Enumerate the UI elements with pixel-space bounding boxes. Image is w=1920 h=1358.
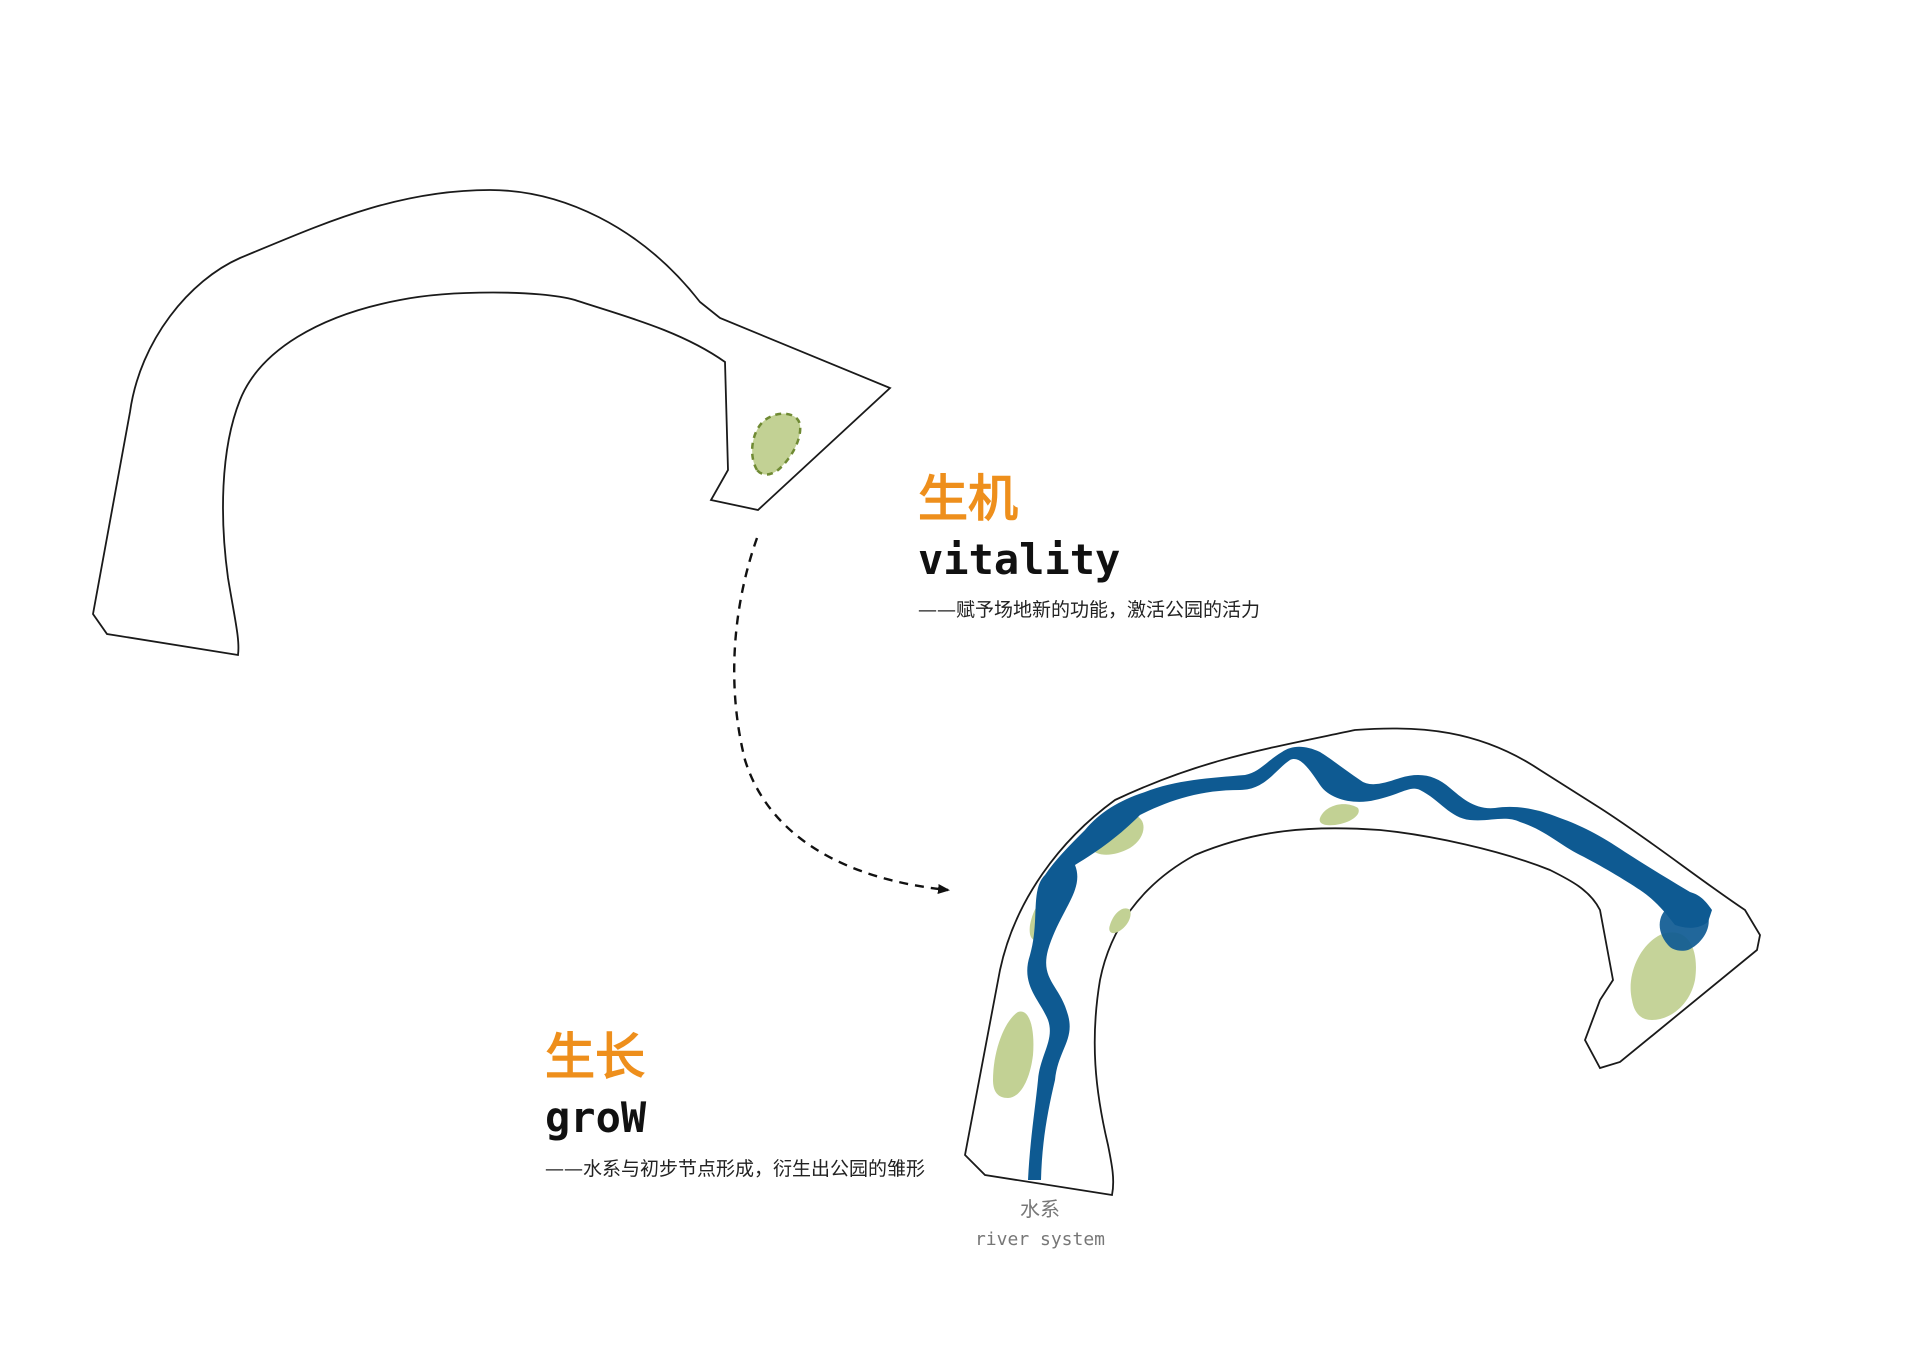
stage-grow: 生长 groW ——水系与初步节点形成，衍生出公园的雏形	[545, 1028, 925, 1180]
stage-grow-caption: ——水系与初步节点形成，衍生出公园的雏形	[545, 1158, 925, 1180]
stage-vitality-title-cn: 生机	[918, 470, 1018, 528]
stage-grow-title-cn: 生长	[545, 1028, 645, 1086]
river-label-cn: 水系	[1020, 1197, 1060, 1221]
stage-vitality: 生机 vitality ——赋予场地新的功能，激活公园的活力	[918, 470, 1260, 621]
site-boundary-initial	[92, 189, 892, 657]
green-patch	[1630, 932, 1696, 1020]
site-boundary-grown	[964, 727, 1761, 1197]
site-outline-initial	[92, 189, 892, 657]
river-label-en: river system	[975, 1229, 1105, 1250]
transition-arrow-icon	[733, 537, 950, 894]
river-pool	[1659, 901, 1709, 951]
green-patch	[1319, 804, 1359, 826]
green-patch	[1109, 908, 1131, 934]
stage-vitality-title-en: vitality	[918, 535, 1120, 584]
stage-vitality-caption: ——赋予场地新的功能，激活公园的活力	[918, 599, 1260, 621]
stage-grow-title-en: groW	[545, 1093, 647, 1142]
green-node-dashed	[750, 412, 802, 476]
green-patch	[993, 1011, 1034, 1098]
river-label: 水系 river system	[975, 1197, 1105, 1250]
site-outline-grown	[964, 727, 1761, 1197]
